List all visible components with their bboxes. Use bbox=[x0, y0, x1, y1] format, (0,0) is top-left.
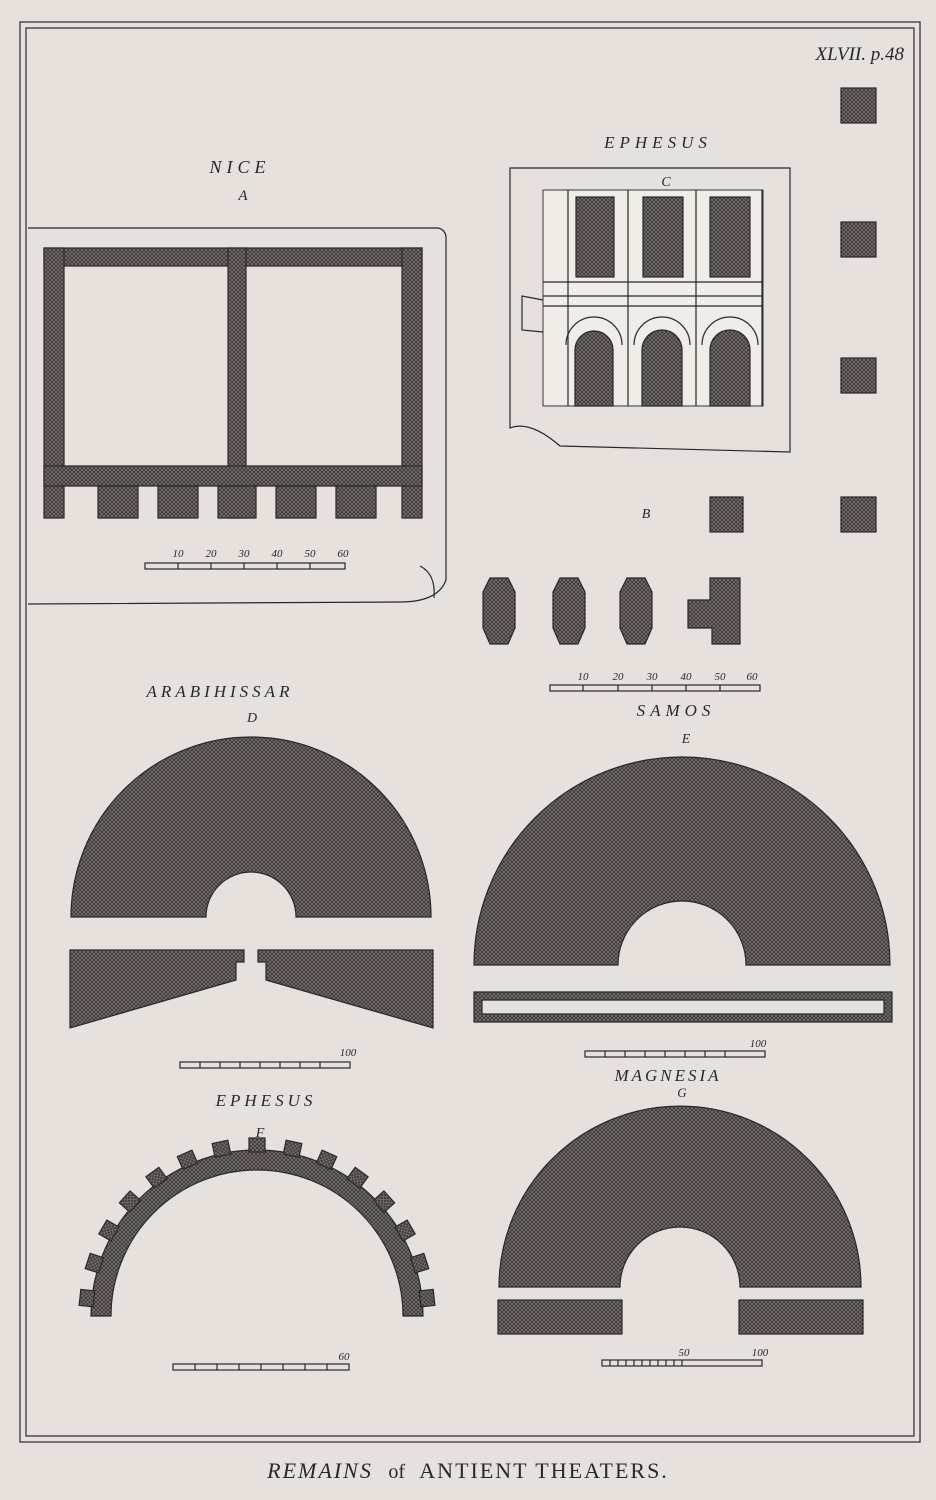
elevation-facade bbox=[521, 189, 764, 407]
plate-title: REMAINS of ANTIENT THEATERS. bbox=[266, 1458, 669, 1483]
buttress bbox=[315, 1149, 338, 1171]
scale-tick-40: 40 bbox=[272, 548, 284, 560]
scale-tick-20: 20 bbox=[206, 548, 218, 560]
scale-b-20: 20 bbox=[613, 671, 625, 683]
pier-squares bbox=[709, 87, 877, 533]
buttress bbox=[145, 1166, 168, 1189]
place-label-arabihissar: ARABIHISSAR bbox=[146, 682, 294, 701]
place-label-samos: SAMOS bbox=[637, 701, 716, 720]
scale-bar-b: 10 20 30 40 50 60 bbox=[549, 671, 761, 692]
place-label-nice: NICE bbox=[208, 157, 270, 177]
scale-tick-10: 10 bbox=[173, 548, 185, 560]
buttress bbox=[98, 1219, 120, 1242]
buttresses-ephesus-f bbox=[78, 1137, 436, 1308]
plate-reference: XLVII. p.48 bbox=[815, 44, 905, 65]
scale-b-30: 30 bbox=[646, 671, 659, 683]
scale-b-40: 40 bbox=[681, 671, 693, 683]
figure-letter-e: E bbox=[681, 732, 691, 747]
figure-arabihissar: ARABIHISSAR D 100 bbox=[69, 682, 434, 1069]
buttress bbox=[176, 1149, 199, 1171]
figure-ephesus-elevation: EPHESUS C bbox=[509, 133, 791, 453]
scale-tick-30: 30 bbox=[238, 548, 251, 560]
scale-magnesia-50: 50 bbox=[679, 1347, 691, 1359]
scale-b-10: 10 bbox=[578, 671, 590, 683]
scale-arabihissar-100: 100 bbox=[340, 1047, 357, 1059]
stage-left-magnesia bbox=[497, 1299, 623, 1335]
buttress bbox=[372, 1190, 396, 1214]
figure-letter-a: A bbox=[237, 188, 248, 204]
figure-samos: SAMOS E 100 bbox=[473, 701, 893, 1058]
plate-title-text: REMAINS of ANTIENT THEATERS. bbox=[266, 1458, 669, 1483]
theater-plan-magnesia bbox=[498, 1105, 862, 1288]
plate-border bbox=[19, 21, 921, 1443]
sheet-outline-nice bbox=[27, 227, 447, 605]
figure-letter-g: G bbox=[677, 1085, 687, 1100]
place-label-magnesia: MAGNESIA bbox=[613, 1066, 721, 1085]
buttress bbox=[118, 1190, 142, 1214]
figure-letter-d: D bbox=[246, 711, 257, 726]
scale-magnesia-100: 100 bbox=[752, 1347, 769, 1359]
title-remains: REMAINS bbox=[266, 1458, 373, 1483]
scale-tick-50: 50 bbox=[305, 548, 317, 560]
place-label-ephesus-c: EPHESUS bbox=[603, 133, 712, 152]
plan-nice bbox=[43, 247, 423, 519]
figure-ephesus-theater: EPHESUS F 60 bbox=[78, 1091, 436, 1371]
figure-b: B 10 20 30 40 50 60 bbox=[482, 507, 761, 692]
figure-letter-f: F bbox=[255, 1126, 265, 1141]
buttress bbox=[78, 1288, 96, 1308]
scale-bar-nice: 10 20 30 40 50 60 bbox=[144, 548, 350, 570]
buttress bbox=[211, 1139, 232, 1158]
buttress bbox=[346, 1166, 369, 1189]
sheet-outline-ephesus bbox=[509, 167, 791, 453]
buttress bbox=[409, 1252, 430, 1274]
figure-magnesia: MAGNESIA G 50 100 bbox=[497, 1066, 864, 1367]
title-of: of bbox=[388, 1461, 405, 1483]
scale-tick-60: 60 bbox=[338, 548, 350, 560]
figure-letter-c: C bbox=[661, 175, 671, 190]
buttress bbox=[84, 1252, 105, 1274]
scale-bar-arabihissar: 100 bbox=[179, 1047, 357, 1069]
scale-ephesus-f-60: 60 bbox=[339, 1351, 351, 1363]
stage-samos bbox=[473, 991, 893, 1023]
buttress bbox=[282, 1139, 303, 1158]
scale-b-50: 50 bbox=[715, 671, 727, 683]
theater-plan-samos bbox=[473, 756, 891, 966]
stage-left-arabihissar bbox=[69, 949, 245, 1029]
buttress bbox=[394, 1219, 416, 1242]
scale-bar-samos: 100 bbox=[584, 1038, 767, 1058]
figure-letter-b: B bbox=[642, 507, 651, 522]
scale-bar-magnesia: 50 100 bbox=[601, 1347, 769, 1367]
scale-samos-100: 100 bbox=[750, 1038, 767, 1050]
theater-plan-ephesus-f bbox=[90, 1149, 424, 1317]
figure-nice: NICE A 10 20 30 bbox=[27, 157, 447, 605]
buttress bbox=[418, 1288, 436, 1308]
stage-right-arabihissar bbox=[257, 949, 434, 1029]
buttress bbox=[248, 1137, 266, 1153]
title-antient-theaters: ANTIENT THEATERS. bbox=[419, 1458, 669, 1483]
place-label-ephesus-f: EPHESUS bbox=[215, 1091, 317, 1110]
stage-right-magnesia bbox=[738, 1299, 864, 1335]
scale-b-60: 60 bbox=[747, 671, 759, 683]
theater-plan-arabihissar bbox=[70, 736, 432, 918]
scale-bar-ephesus-f: 60 bbox=[172, 1351, 351, 1371]
